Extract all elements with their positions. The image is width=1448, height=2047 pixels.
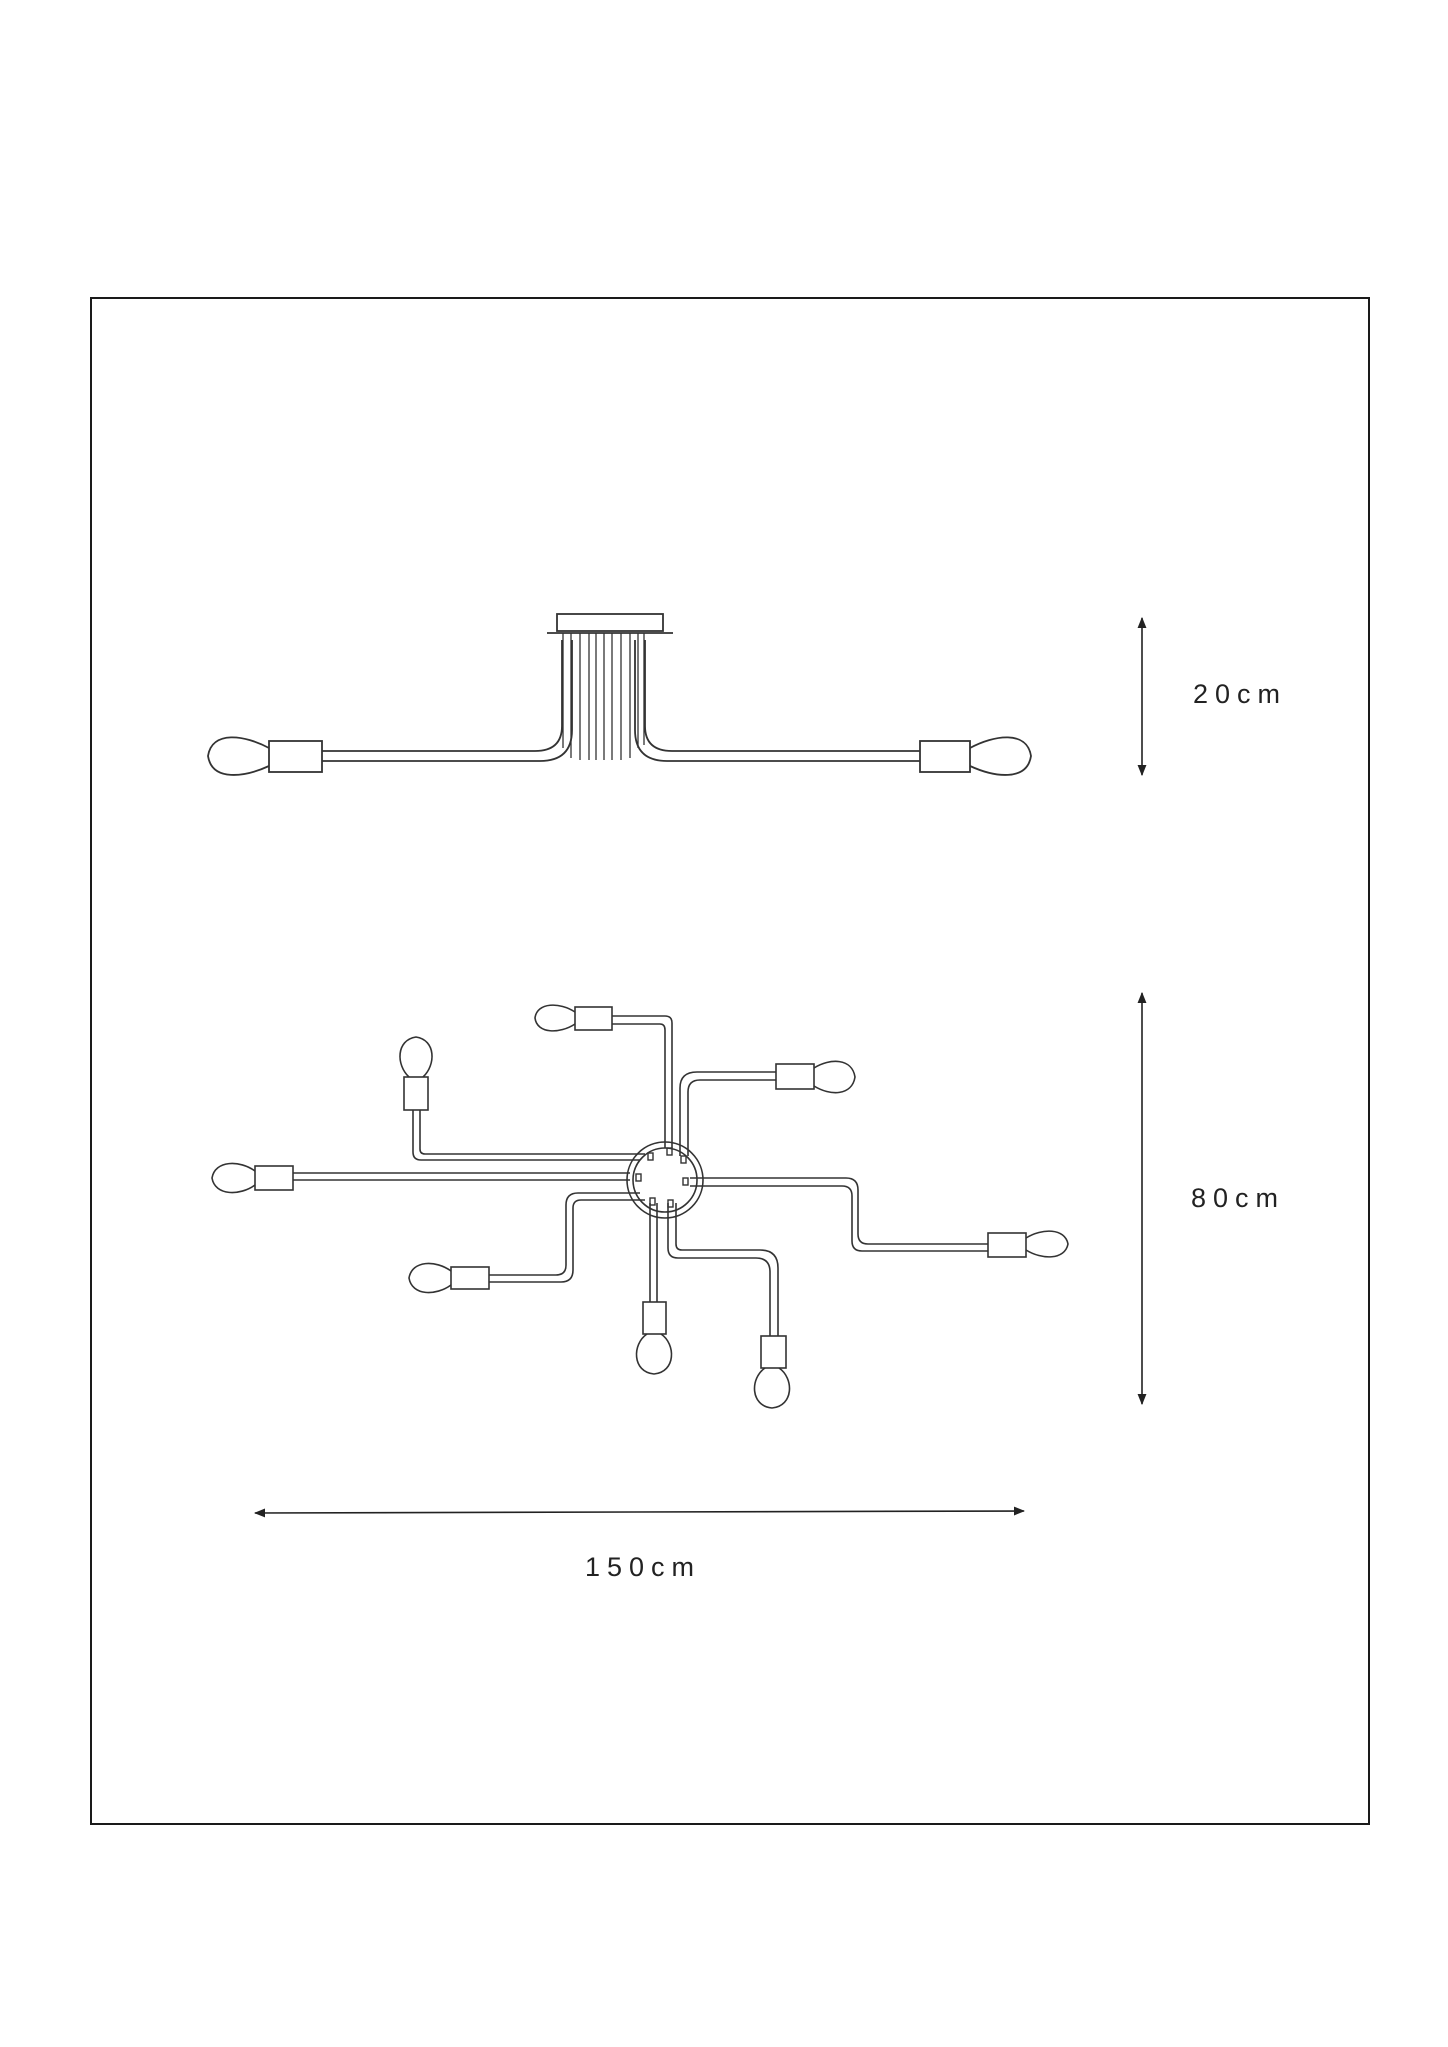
ceiling-canopy	[556, 613, 664, 632]
bulb-bottom-icon	[635, 1333, 673, 1375]
height-label: 20cm	[1193, 679, 1288, 709]
top-view	[211, 1004, 1069, 1409]
drawing-frame	[90, 297, 1370, 1825]
left-arm	[322, 640, 563, 752]
cable-bundle	[562, 633, 645, 760]
right-socket	[919, 740, 971, 773]
width-label: 150cm	[585, 1552, 702, 1582]
top-socket-bottom	[642, 1301, 667, 1335]
bulb-lower-left-icon	[408, 1262, 452, 1294]
top-socket-top	[574, 1006, 613, 1031]
right-arm	[644, 640, 920, 752]
width-dimension-line	[253, 1506, 1026, 1518]
hub-fixing-points	[635, 1147, 689, 1208]
left-socket	[268, 740, 323, 773]
right-bulb-icon	[969, 736, 1032, 776]
dimension-lines	[253, 616, 1147, 1518]
bulb-upper-left-icon	[399, 1036, 433, 1078]
bulb-right-icon	[1025, 1230, 1069, 1258]
top-socket-lower-left	[450, 1266, 490, 1290]
bulb-top-icon	[534, 1004, 576, 1032]
side-view	[207, 613, 1032, 776]
bulb-lower-right-icon	[753, 1367, 791, 1409]
top-socket-lower-right	[760, 1335, 787, 1369]
bulb-far-left-icon	[211, 1162, 256, 1194]
depth-label: 80cm	[1191, 1183, 1286, 1213]
top-socket-right	[987, 1232, 1027, 1258]
top-socket-upper-left	[403, 1076, 429, 1111]
bulb-upper-right-icon	[813, 1060, 856, 1094]
top-socket-far-left	[254, 1165, 294, 1191]
left-bulb-icon	[207, 736, 270, 776]
top-socket-upper-right	[775, 1063, 815, 1090]
